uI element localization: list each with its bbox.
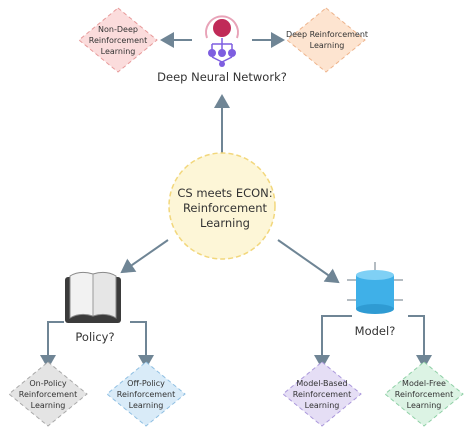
- policy-question: Policy?: [75, 330, 115, 344]
- diamond-model-free: [384, 361, 464, 427]
- network-icon: [205, 15, 239, 67]
- on-policy-line-1: On-Policy: [29, 379, 67, 388]
- model-free-line-2: Reinforcement: [394, 390, 454, 399]
- off-policy-line-3: Learning: [128, 401, 164, 410]
- center-line-1: CS meets ECON:: [177, 186, 273, 200]
- non-deep-label: Non-Deep Reinforcement Learning: [78, 24, 158, 57]
- diamond-on-policy: [8, 361, 88, 427]
- model-question: Model?: [354, 324, 396, 338]
- deep-line-2: Learning: [309, 41, 345, 50]
- arrow-center-to-book: [120, 239, 169, 274]
- model-based-line-2: Reinforcement: [292, 390, 352, 399]
- deep-label: Deep Reinforcement Learning: [282, 29, 372, 51]
- non-deep-line-2: Reinforcement: [88, 36, 148, 45]
- model-based-label: Model-Based Reinforcement Learning: [282, 378, 362, 411]
- center-line-2: Reinforcement: [182, 201, 268, 215]
- center-label: CS meets ECON: Reinforcement Learning: [170, 186, 280, 231]
- off-policy-label: Off-Policy Reinforcement Learning: [106, 378, 186, 411]
- model-free-line-3: Learning: [406, 401, 442, 410]
- arrow-policy-to-onpolicy: [40, 321, 64, 369]
- diamond-off-policy: [106, 361, 186, 427]
- model-based-line-3: Learning: [304, 401, 340, 410]
- arrow-center-to-database: [277, 239, 340, 284]
- off-policy-line-1: Off-Policy: [127, 379, 165, 388]
- model-based-line-1: Model-Based: [296, 379, 348, 388]
- non-deep-line-1: Non-Deep: [98, 25, 138, 34]
- model-free-line-1: Model-Free: [402, 379, 446, 388]
- center-line-3: Learning: [200, 216, 250, 230]
- diamond-model-based: [282, 361, 362, 427]
- deep-line-1: Deep Reinforcement: [285, 30, 369, 39]
- on-policy-line-3: Learning: [30, 401, 66, 410]
- non-deep-line-3: Learning: [100, 47, 136, 56]
- arrow-policy-to-offpolicy: [130, 321, 154, 369]
- on-policy-line-2: Reinforcement: [18, 390, 78, 399]
- center-node: [168, 152, 276, 260]
- diamond-deep: [286, 7, 366, 73]
- diamond-non-deep: [78, 7, 158, 73]
- off-policy-line-2: Reinforcement: [116, 390, 176, 399]
- connectors: [40, 32, 432, 369]
- arrow-model-to-modelfree: [408, 315, 432, 369]
- book-icon: [65, 271, 121, 323]
- database-icon: [347, 262, 403, 314]
- on-policy-label: On-Policy Reinforcement Learning: [8, 378, 88, 411]
- model-free-label: Model-Free Reinforcement Learning: [384, 378, 464, 411]
- arrow-model-to-modelbased: [314, 315, 352, 369]
- network-question: Deep Neural Network?: [157, 70, 287, 84]
